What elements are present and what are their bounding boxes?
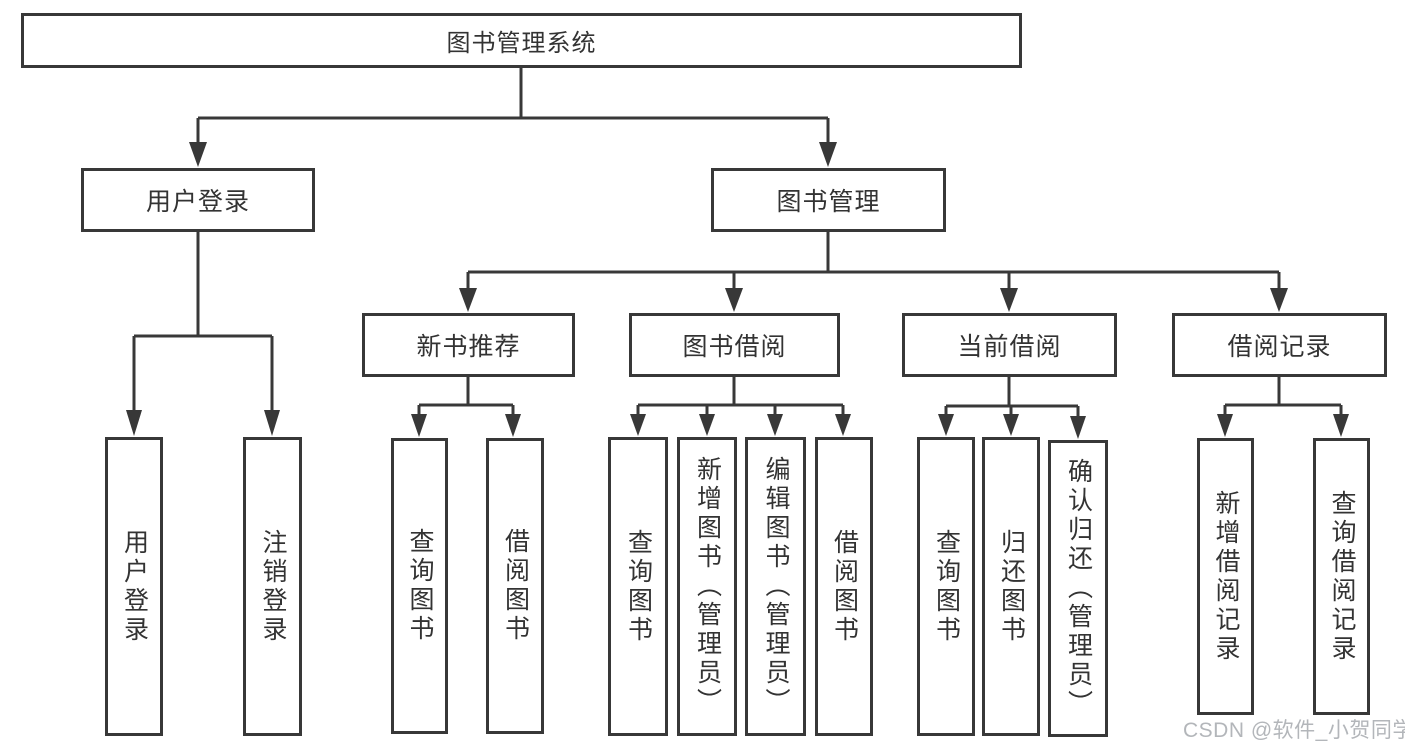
node-user-login-module: 用户登录	[81, 168, 315, 232]
node-book-management-module: 图书管理	[711, 168, 946, 232]
connector-newbook-to-leaves	[417, 377, 515, 416]
leaf-logout: 注销登录	[243, 437, 302, 736]
leaf-borrow-books-recommend: 借阅图书	[486, 438, 544, 734]
node-book-borrowing: 图书借阅	[629, 313, 840, 377]
leaf-add-books-admin: 新增图书（管理员）	[677, 437, 737, 736]
csdn-watermark: CSDN @软件_小贺同学	[1183, 719, 1405, 742]
connector-root-to-level2	[196, 68, 830, 144]
connector-bookborrow-to-leaves	[636, 377, 845, 416]
node-new-book-recommend: 新书推荐	[362, 313, 575, 377]
connector-userlogin-to-leaves	[132, 232, 274, 412]
leaf-return-books: 归还图书	[982, 437, 1040, 736]
connector-currentborrow-to-leaves	[944, 377, 1080, 419]
leaf-query-books-borrowing: 查询图书	[608, 437, 668, 736]
node-borrowing-records: 借阅记录	[1172, 313, 1387, 377]
leaf-query-books-recommend: 查询图书	[391, 438, 448, 734]
leaf-confirm-return-admin: 确认归还（管理员）	[1048, 440, 1108, 737]
leaf-user-login: 用户登录	[105, 437, 163, 736]
node-current-borrowing: 当前借阅	[902, 313, 1117, 377]
connector-bookmgmt-to-level3	[466, 232, 1281, 290]
leaf-query-borrow-record: 查询借阅记录	[1313, 438, 1370, 715]
connector-borrowrecord-to-leaves	[1223, 377, 1343, 416]
node-library-system: 图书管理系统	[21, 13, 1022, 68]
leaf-borrow-books: 借阅图书	[815, 437, 873, 736]
leaf-edit-books-admin: 编辑图书（管理员）	[745, 437, 806, 736]
arrowheads	[126, 142, 1349, 439]
leaf-query-books-current: 查询图书	[917, 437, 975, 736]
leaf-add-borrow-record: 新增借阅记录	[1197, 438, 1254, 715]
